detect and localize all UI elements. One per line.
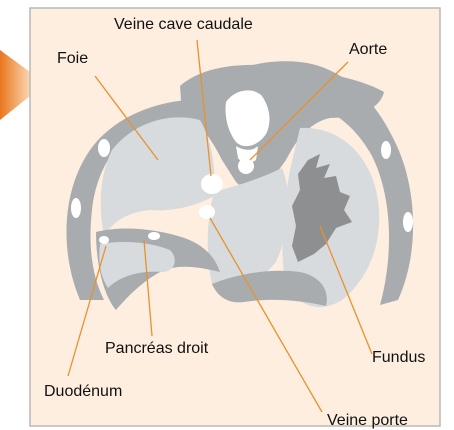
fat-spot [403,212,413,232]
label-veine-porte: Veine porte [327,412,408,429]
label-duodenum: Duodénum [44,383,122,400]
label-aorte: Aorte [349,41,387,58]
portal-vein [199,205,215,219]
fat-spot [148,232,160,240]
orange-tab-icon [0,50,30,120]
label-foie: Foie [57,50,88,67]
label-fundus: Fundus [372,349,425,366]
fat-spot [71,198,81,218]
aorta-vessel [238,158,254,174]
fat-spot [99,236,109,244]
fat-spot [98,139,110,157]
label-pancreas-droit: Pancréas droit [105,340,209,357]
label-veine-cave-caudale: Veine cave caudale [114,16,253,33]
caudal-vena-cava [201,174,223,194]
fat-spot [381,141,391,159]
